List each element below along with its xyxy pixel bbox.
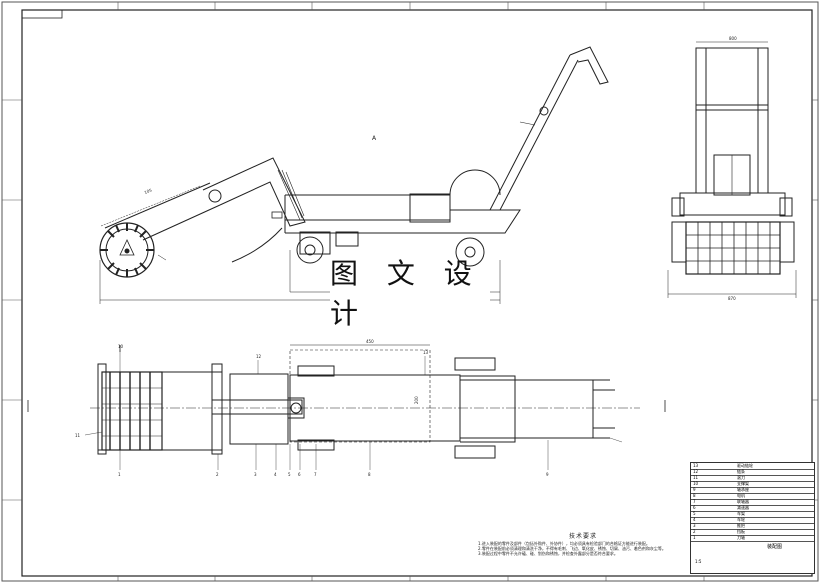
bom-item-number: 11 (693, 475, 699, 480)
bom-row: 1 刀轴 (691, 535, 814, 542)
guard-semicircle (449, 169, 501, 196)
bom-row: 12 链条 (691, 469, 814, 476)
technical-requirements: 技术要求 1.进入装配的零件及部件（包括外购件、外协件），均必须具有检验部门的合… (478, 533, 688, 557)
rear-wheel (455, 237, 485, 267)
cutter-arm (104, 182, 211, 229)
bom-item-name: 支撑架 (737, 481, 749, 486)
side-chassis (679, 192, 786, 216)
front-wheel (296, 236, 324, 264)
part-number: 5 (288, 472, 291, 477)
bom-item-number: 1 (693, 535, 696, 540)
bom-row: 3 推把 (691, 523, 814, 530)
plan-wheel-rear-top (454, 357, 496, 371)
bom-item-name: 减速器 (737, 505, 749, 510)
bom-row: 13 驱动链轮 (691, 463, 814, 470)
bom-item-name: 挡板 (737, 529, 745, 534)
bom-item-number: 3 (693, 523, 696, 528)
side-view (667, 41, 797, 298)
bom-item-name: 轴承座 (737, 487, 749, 492)
dim-top-width: 450 (366, 339, 374, 344)
bom-item-number: 12 (693, 469, 699, 474)
part-number: 6 (298, 472, 301, 477)
part-number: 3 (254, 472, 257, 477)
leader-lines (84, 350, 623, 470)
scale-note: 1:5 (695, 559, 702, 564)
part-number: 4 (274, 472, 277, 477)
handle-grip (569, 46, 609, 85)
bom-item-name: 电机 (737, 493, 745, 498)
bom-item-name: 链条 (737, 469, 745, 474)
drum-center-mark (119, 239, 135, 256)
part-number: 11 (75, 433, 81, 438)
part-number: 13 (423, 350, 429, 355)
tech-note-line: 1.进入装配的零件及部件（包括外购件、外协件），均必须具有检验部门的合格证方能进… (478, 541, 650, 546)
tech-notes-title: 技术要求 (568, 533, 597, 540)
tech-note-line: 3.装配过程中零件不允许磕、碰、划伤和锈蚀，并检查外露部分是否符合要求。 (478, 551, 618, 556)
plan-cutter-blades (102, 372, 162, 450)
plan-wheel-front-top (297, 365, 335, 377)
motor-gearbox (299, 231, 331, 255)
part-number-labels: 1 2 3 4 5 6 7 8 9 10 11 12 13 (75, 344, 549, 477)
bom-item-number: 5 (693, 511, 696, 516)
bom-row: 4 车轮 (691, 517, 814, 524)
bom-item-name: 联轴器 (737, 499, 749, 504)
handle-lower (489, 54, 571, 211)
plan-cutter-drum (101, 371, 163, 451)
plan-arm (211, 399, 303, 415)
bom-item-name: 刀轴 (737, 535, 745, 540)
section-mark-label: A (372, 135, 377, 142)
bom-row: 8 电机 (691, 493, 814, 500)
bom-item-name: 推把 (737, 523, 745, 528)
part-number: 2 (216, 472, 219, 477)
watermark-text: 图 文 设 计 (330, 257, 490, 330)
bom-item-number: 13 (693, 463, 699, 468)
bom-row: 9 轴承座 (691, 487, 814, 494)
bom-row: 10 支撑架 (691, 481, 814, 488)
side-dimensions (667, 270, 797, 298)
bom-item-name: 车轮 (737, 517, 745, 522)
dim-side-bottom: 870 (728, 296, 736, 301)
cutter-teeth (100, 223, 154, 277)
part-number: 12 (256, 354, 262, 359)
bom-item-number: 7 (693, 499, 696, 504)
plan-wheel-rear-bottom (454, 445, 496, 459)
chassis-body (284, 194, 451, 221)
inner-frame (21, 9, 813, 577)
bom-row: 5 车架 (691, 511, 814, 518)
part-number: 9 (546, 472, 549, 477)
bom-row: 2 挡板 (691, 529, 814, 536)
plan-handle (460, 375, 516, 443)
bom-item-number: 4 (693, 517, 696, 522)
title-stamp-top (21, 9, 63, 19)
part-number: 7 (314, 472, 317, 477)
dim-front-span: 105 (144, 187, 153, 195)
bom-item-name: 驱动链轮 (737, 463, 753, 468)
tech-note-line: 2.零件在装配前必须清理和清洗干净，不得有毛刺、飞边、氧化皮、锈蚀、切屑、油污、… (478, 546, 666, 551)
bom-row: 7 联轴器 (691, 499, 814, 506)
part-number: 10 (118, 344, 124, 349)
bom-item-number: 6 (693, 505, 696, 510)
bom-item-number: 2 (693, 529, 696, 534)
dim-side-top: 800 (729, 36, 737, 41)
view-markers (27, 345, 666, 412)
bom-item-name: 车架 (737, 511, 745, 516)
part-number: 1 (118, 472, 121, 477)
side-cutter-blades (686, 222, 780, 274)
top-view (27, 344, 666, 470)
bom-row: 11 滚刀 (691, 475, 814, 482)
bom-item-number: 8 (693, 493, 696, 498)
drawing-name: 装配图 (767, 544, 783, 550)
drive-hood (202, 157, 306, 227)
bom-item-number: 10 (693, 481, 699, 486)
bom-item-name: 滚刀 (737, 475, 745, 480)
bom-item-number: 9 (693, 487, 696, 492)
part-number: 8 (368, 472, 371, 477)
dim-top-height: 200 (414, 396, 419, 404)
bom-row: 6 减速器 (691, 505, 814, 512)
